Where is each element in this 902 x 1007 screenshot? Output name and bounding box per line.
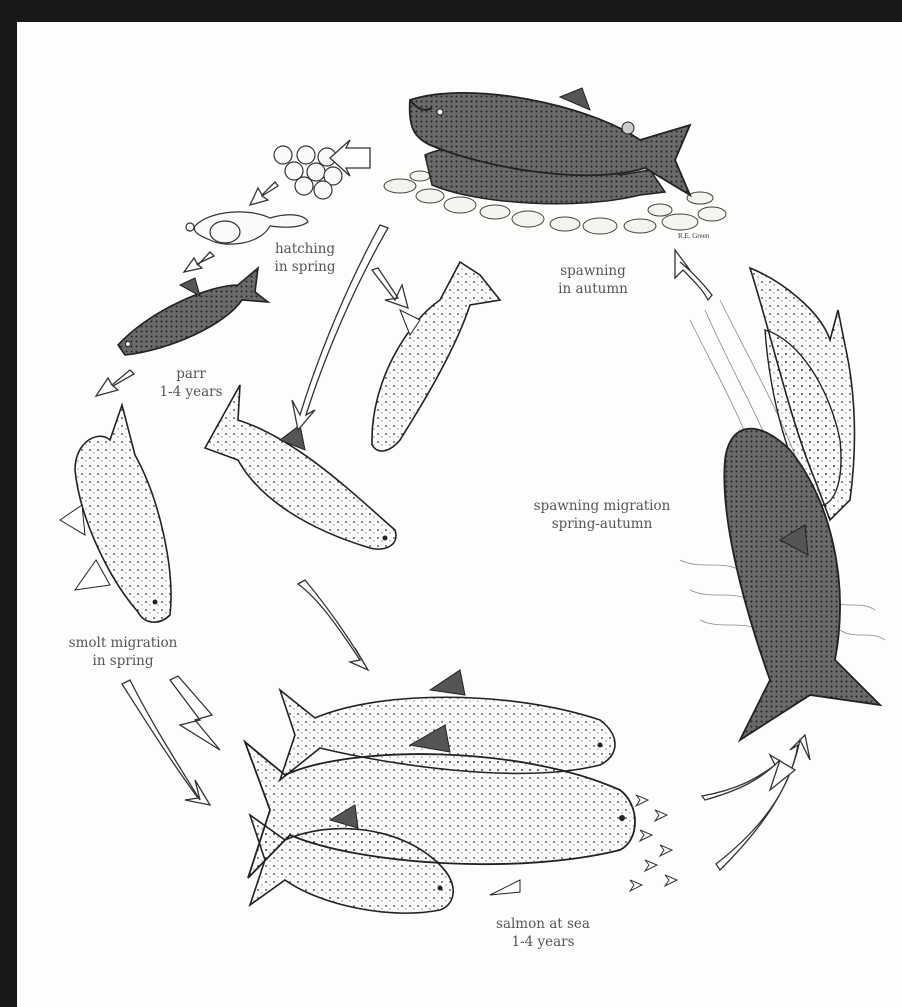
arrow-parr-to-smolt (96, 370, 134, 396)
spawning-migration-drawing (680, 268, 885, 740)
label-migration-line2: spring-autumn (512, 515, 692, 533)
artist-signature: R.E. Green (678, 232, 710, 240)
label-smolt-line1: smolt migration (48, 634, 198, 652)
label-sea-line2: 1-4 years (478, 933, 608, 951)
label-parr: parr 1-4 years (148, 365, 234, 401)
label-smolt-line2: in spring (48, 652, 198, 670)
parr-drawing (118, 268, 268, 355)
smolt-drawing (60, 405, 171, 622)
label-spawning-migration: spawning migration spring-autumn (512, 497, 692, 533)
label-migration-line1: spawning migration (512, 497, 692, 515)
label-parr-line2: 1-4 years (148, 383, 234, 401)
label-spawning: spawning in autumn (545, 262, 641, 298)
small-prey-fish (630, 795, 677, 891)
smolt-to-sea-drawing (205, 385, 396, 549)
label-salmon-at-sea: salmon at sea 1-4 years (478, 915, 608, 951)
spawning-salmon-drawing (384, 88, 726, 234)
arrow-alevin-to-parr (184, 252, 214, 272)
label-hatching-line2: in spring (262, 258, 348, 276)
label-parr-line1: parr (148, 365, 234, 383)
label-smolt-migration: smolt migration in spring (48, 634, 198, 670)
label-spawning-line2: in autumn (545, 280, 641, 298)
arrow-sea-to-migration (716, 735, 810, 870)
label-spawning-line1: spawning (545, 262, 641, 280)
arrow-smolt-to-sea-zig (170, 676, 220, 750)
arrow-migration-to-spawning (675, 250, 712, 300)
label-sea-line1: salmon at sea (478, 915, 608, 933)
eggs-drawing (274, 146, 342, 199)
label-hatching: hatching in spring (262, 240, 348, 276)
arrow-eggs-to-alevin (250, 182, 278, 205)
arrow-center-to-sea (298, 580, 368, 670)
salmon-at-sea-drawing (245, 670, 635, 913)
label-hatching-line1: hatching (262, 240, 348, 258)
arrow-down-to-kelt (372, 268, 408, 308)
